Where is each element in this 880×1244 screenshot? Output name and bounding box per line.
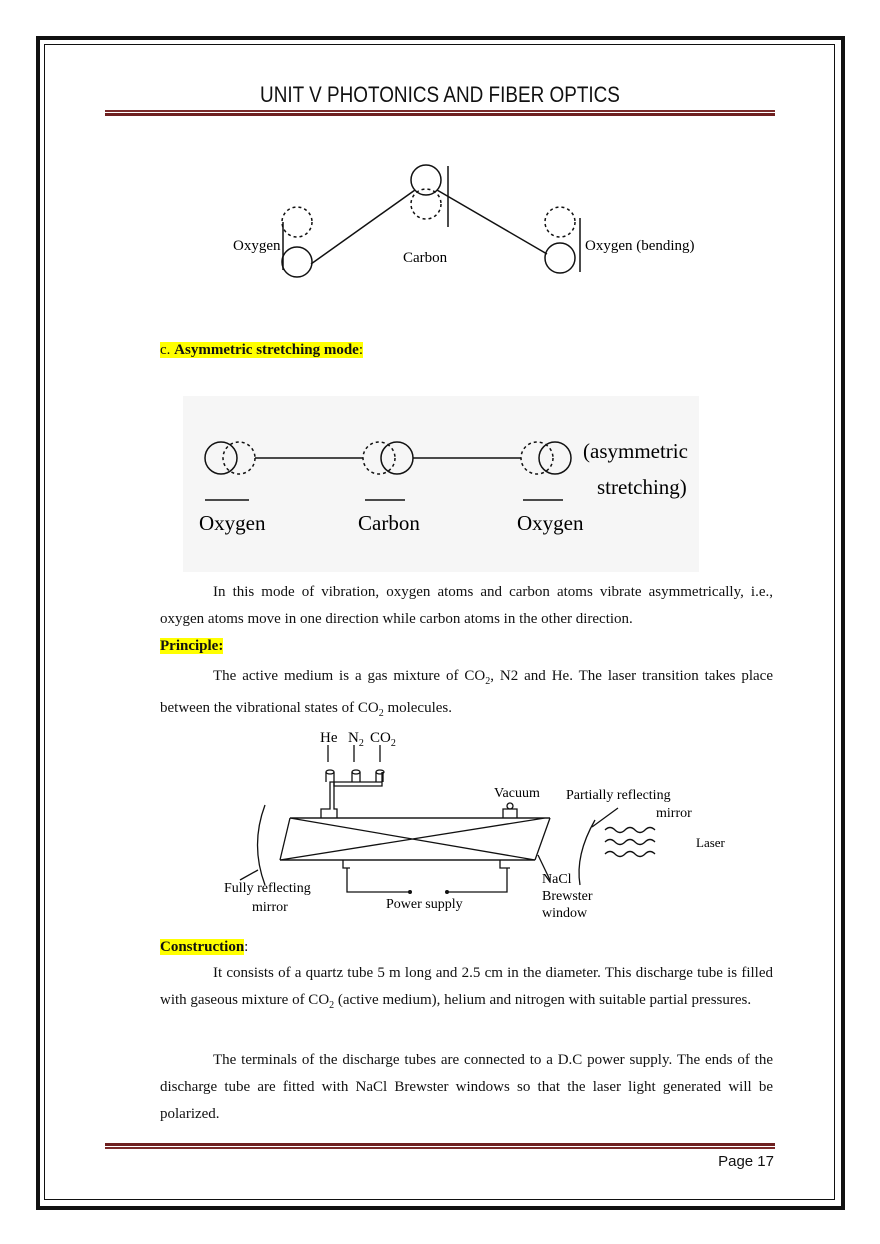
principle-paragraph: The active medium is a gas mixture of CO… [160,668,773,719]
construction-paragraph-2: The terminals of the discharge tubes are… [160,1052,773,1122]
bending-mode-figure: Oxygen Carbon Oxygen (bending) [233,164,695,278]
label-oxygen-right: Oxygen [517,511,584,535]
label-co2: CO2 [370,730,396,749]
construction-heading: Construction: [160,939,249,955]
label-laser: Laser [696,835,726,850]
principle-heading: Principle: [160,638,224,654]
label-oxygen-bending: Oxygen (bending) [585,238,695,254]
footer-rule [105,1143,775,1149]
asym-paragraph: In this mode of vibration, oxygen atoms … [160,584,773,627]
page-number: Page 17 [718,1153,774,1170]
co2-laser-figure: He N2 CO2 Vacuum Partially reflecting mi… [224,730,726,921]
label-full-mirror-2: mirror [252,900,288,915]
caption-stretching: stretching) [597,475,687,499]
label-partial-mirror-2: mirror [656,806,692,821]
label-vacuum: Vacuum [494,786,540,801]
page-border-outer [36,36,845,1210]
label-full-mirror: Fully reflecting [224,881,311,896]
header-rule [105,110,775,116]
label-partial-mirror: Partially reflecting [566,788,671,803]
label-carbon: Carbon [358,511,420,535]
label-nacl: NaCl [542,872,572,887]
label-power-supply: Power supply [386,897,463,912]
label-oxygen-left: Oxygen [233,238,281,254]
page-border-inner [44,44,835,1200]
label-he: He [320,730,338,746]
label-window: window [542,906,588,921]
construction-paragraph-1: It consists of a quartz tube 5 m long an… [160,965,773,1011]
label-brewster: Brewster [542,889,593,904]
label-n2: N2 [348,730,364,749]
caption-asymmetric: (asymmetric [583,439,688,463]
section-c-heading: c. Asymmetric stretching mode: [160,342,364,358]
label-carbon: Carbon [403,250,448,266]
asymmetric-stretching-figure: Oxygen Carbon Oxygen (asymmetric stretch… [183,396,699,572]
label-oxygen-left: Oxygen [199,511,266,535]
page-header-title: UNIT V PHOTONICS AND FIBER OPTICS [260,82,620,107]
